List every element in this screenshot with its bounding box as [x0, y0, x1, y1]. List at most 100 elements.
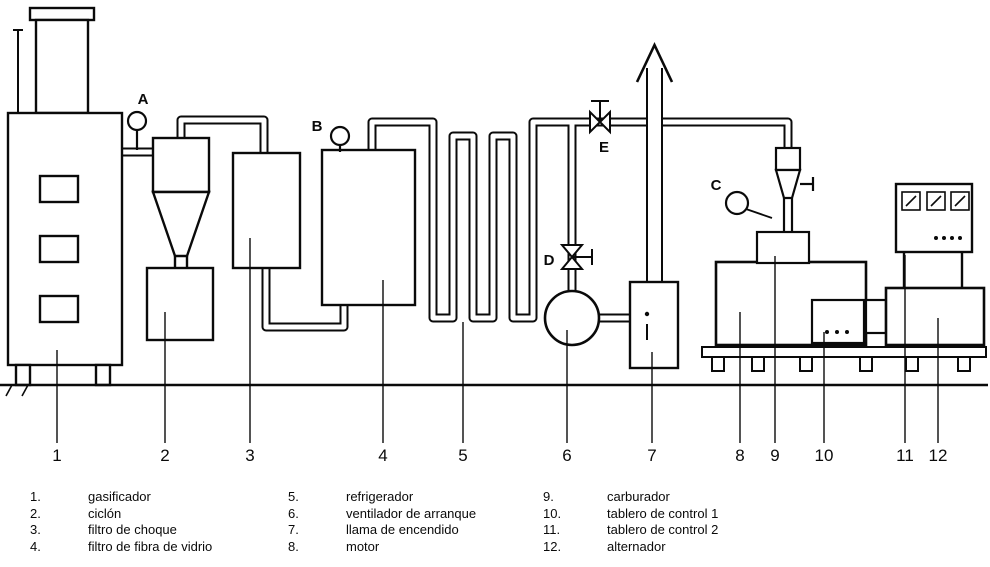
legend-label: gasificador — [88, 489, 151, 504]
start-fan — [543, 289, 601, 347]
legend-label: refrigerador — [346, 489, 414, 504]
gasifier-vent — [38, 294, 80, 324]
legend-number: 9. — [543, 489, 554, 504]
base-foot — [751, 356, 765, 372]
number-2: 2 — [160, 446, 169, 465]
panel-dot — [934, 236, 938, 240]
legend-number: 6. — [288, 505, 299, 521]
gasifier-leg — [14, 363, 32, 387]
legend-item: 12. alternador — [543, 539, 718, 556]
legend-number: 1. — [30, 489, 41, 504]
base-rail — [701, 346, 987, 358]
legend-label: carburador — [607, 489, 670, 504]
legend-number: 10. — [543, 505, 562, 521]
pipe-inner — [178, 117, 267, 162]
control-board-1 — [810, 298, 866, 345]
legend-item: 11.tablero de control 2 — [543, 522, 718, 539]
gauge-c-icon — [724, 190, 773, 219]
legend-item: 5. refrigerador — [288, 489, 476, 506]
valve-d-icon — [559, 244, 593, 270]
legend-label: llama de encendido — [346, 522, 459, 537]
number-6: 6 — [562, 446, 571, 465]
legend-label: alternador — [607, 538, 666, 554]
chimney-cap — [28, 6, 96, 22]
legend-label: tablero de control 1 — [607, 505, 719, 521]
board-dot — [825, 330, 829, 334]
gauge-needle — [905, 195, 917, 207]
ground-hatch — [21, 384, 29, 397]
legend-label: filtro de choque — [88, 522, 177, 537]
gasifier-vent — [38, 174, 80, 204]
ground-line — [0, 383, 988, 397]
legend-label: filtro de fibra de vidrio — [88, 538, 213, 554]
gauge-needle — [930, 195, 942, 207]
carburetor-assembly — [755, 146, 815, 265]
cyclone-cone — [151, 190, 211, 258]
number-9: 9 — [770, 446, 779, 465]
machine-base — [701, 346, 987, 372]
gasifier-leg — [94, 363, 112, 387]
flare-pilot-dot — [644, 311, 650, 317]
number-10: 10 — [815, 446, 834, 465]
number-5: 5 — [458, 446, 467, 465]
base-foot — [799, 356, 813, 372]
number-3: 3 — [245, 446, 254, 465]
flare-stack — [635, 41, 674, 283]
valve-e-icon — [589, 100, 611, 135]
label-a: A — [138, 91, 149, 108]
legend-item: 6. ventilador de arranque — [288, 506, 476, 523]
base-foot — [905, 356, 919, 372]
number-1: 1 — [52, 446, 61, 465]
carburetor — [755, 230, 811, 265]
gasifier — [6, 6, 124, 387]
ignition-flare-box — [628, 280, 680, 370]
legend-item: 10. tablero de control 1 — [543, 506, 718, 523]
legend-number: 5. — [288, 489, 299, 504]
pipe-inner — [369, 119, 791, 321]
legend-label: ventilador de arranque — [346, 505, 477, 521]
mixer-head — [774, 146, 802, 172]
panel-dot — [942, 236, 946, 240]
legend-number: 11. — [543, 522, 561, 537]
gauge-a-icon — [126, 110, 148, 150]
label-d: D — [544, 252, 555, 269]
chimney-body — [34, 18, 90, 115]
cyclone-dust-box — [145, 266, 215, 342]
control-panel-2 — [894, 182, 974, 288]
pipe-network-inner — [122, 117, 791, 330]
legend-number: 12. — [543, 538, 562, 554]
label-b: B — [312, 118, 323, 135]
pipe-inner — [263, 262, 347, 330]
label-e: E — [599, 139, 609, 156]
cyclone-barrel — [151, 136, 211, 194]
shock-filter — [231, 151, 302, 270]
base-foot — [859, 356, 873, 372]
legend-column-2: 5.refrigerador 6.ventilador de arranque … — [288, 489, 476, 555]
number-7: 7 — [647, 446, 656, 465]
legend-number: 4. — [30, 538, 41, 554]
legend-item: 1. gasificador — [30, 489, 212, 506]
board-dot — [845, 330, 849, 334]
base-foot — [711, 356, 725, 372]
number-8: 8 — [735, 446, 744, 465]
legend-label: ciclón — [88, 505, 122, 521]
flare-arrow-icon — [635, 41, 674, 83]
number-4: 4 — [378, 446, 387, 465]
legend-number: 2. — [30, 505, 41, 521]
base-foot — [957, 356, 971, 372]
panel-dot — [958, 236, 962, 240]
cyclone — [145, 136, 215, 342]
legend-column-1: 1. gasificador 2. ciclón 3. filtro de choqu… — [30, 489, 212, 555]
glass-fiber-filter — [320, 148, 417, 307]
legend-item: 9. carburador — [543, 489, 718, 506]
legend-item: 3. filtro de choque — [30, 522, 212, 539]
gauge-b-icon — [329, 125, 351, 152]
legend-item: 4. filtro de fibra de vidrio — [30, 539, 212, 556]
mixer-funnel — [774, 168, 802, 200]
number-11: 11 — [896, 446, 914, 465]
legend-number: 3. — [30, 522, 41, 537]
legend-item: 2. ciclón — [30, 506, 212, 523]
legend-label: motor — [346, 538, 380, 554]
